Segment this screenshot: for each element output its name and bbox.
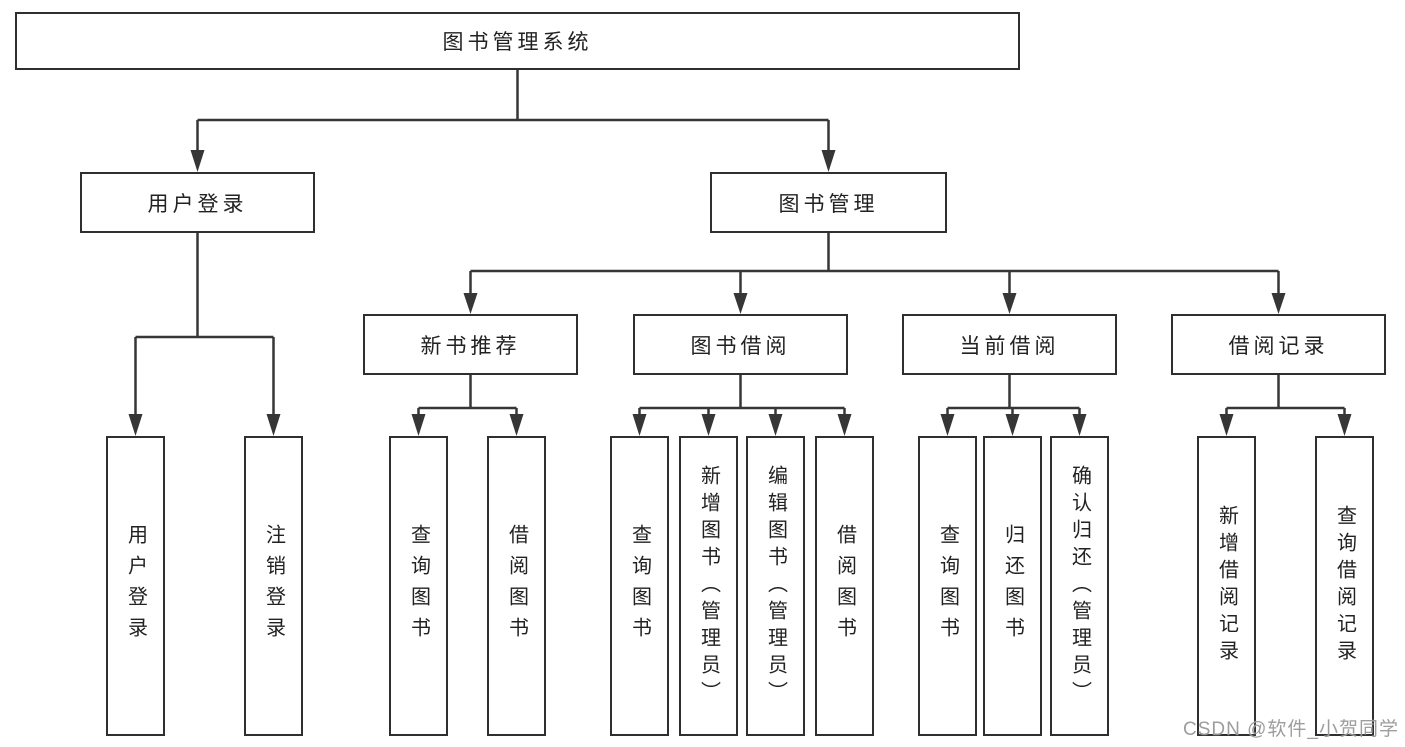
- leaf-edit-books-admin: 编辑图书（管理员）: [746, 436, 805, 736]
- node-current-borrowing-label: 当前借阅: [959, 334, 1060, 358]
- leaf-borrow-books-recommend: 借阅图书: [487, 436, 546, 736]
- leaf-query-borrow-record: 查询借阅记录: [1315, 436, 1374, 736]
- node-borrowing-records-label: 借阅记录: [1228, 334, 1329, 358]
- leaf-add-borrow-record-label: 新增借阅记录: [1215, 505, 1238, 667]
- node-book-borrowing: 图书借阅: [633, 314, 848, 375]
- leaf-query-books-current-label: 查询图书: [936, 524, 959, 648]
- node-book-management-label: 图书管理: [778, 192, 879, 216]
- leaf-add-borrow-record: 新增借阅记录: [1197, 436, 1256, 736]
- connector-borrow-record-to-leaves: [1219, 375, 1352, 436]
- leaf-add-books-admin-label: 新增图书（管理员）: [697, 464, 720, 708]
- leaf-edit-books-admin-label: 编辑图书（管理员）: [764, 464, 787, 708]
- node-library-system-label: 图书管理系统: [442, 31, 593, 54]
- leaf-return-books: 归还图书: [983, 436, 1042, 736]
- connector-new-book-to-leaves: [411, 375, 524, 436]
- connector-book-borrow-to-leaves: [632, 375, 852, 436]
- csdn-watermark: CSDN @软件_小贺同学: [1183, 719, 1399, 740]
- leaf-user-login-label: 用户登录: [124, 524, 147, 648]
- leaf-return-books-label: 归还图书: [1001, 524, 1024, 648]
- leaf-query-books-recommend-label: 查询图书: [407, 524, 430, 648]
- node-library-system: 图书管理系统: [15, 12, 1020, 70]
- connector-user-login-to-leaves: [128, 233, 281, 436]
- node-user-login-label: 用户登录: [147, 192, 248, 216]
- leaf-user-login: 用户登录: [106, 436, 165, 736]
- node-book-borrowing-label: 图书借阅: [690, 334, 791, 358]
- leaf-query-books-current: 查询图书: [918, 436, 977, 736]
- leaf-logout-label: 注销登录: [262, 524, 285, 648]
- node-current-borrowing: 当前借阅: [902, 314, 1117, 375]
- node-new-book-recommend-label: 新书推荐: [420, 334, 521, 358]
- node-book-management: 图书管理: [710, 172, 947, 233]
- connector-current-borrow-to-leaves: [940, 375, 1087, 436]
- leaf-query-books-borrowing: 查询图书: [610, 436, 669, 736]
- connector-book-mgmt-to-level3: [463, 233, 1286, 314]
- leaf-query-books-recommend: 查询图书: [389, 436, 448, 736]
- leaf-borrow-books-recommend-label: 借阅图书: [505, 524, 528, 648]
- leaf-borrow-books-label: 借阅图书: [833, 524, 856, 648]
- leaf-borrow-books: 借阅图书: [815, 436, 874, 736]
- node-borrowing-records: 借阅记录: [1171, 314, 1386, 375]
- leaf-query-borrow-record-label: 查询借阅记录: [1333, 505, 1356, 667]
- node-new-book-recommend: 新书推荐: [363, 314, 578, 375]
- leaf-confirm-return-admin-label: 确认归还（管理员）: [1068, 464, 1091, 708]
- leaf-query-books-borrowing-label: 查询图书: [628, 524, 651, 648]
- leaf-logout: 注销登录: [244, 436, 303, 736]
- leaf-add-books-admin: 新增图书（管理员）: [679, 436, 738, 736]
- node-user-login: 用户登录: [80, 172, 315, 233]
- leaf-confirm-return-admin: 确认归还（管理员）: [1050, 436, 1109, 736]
- connector-root-to-level2: [190, 70, 836, 172]
